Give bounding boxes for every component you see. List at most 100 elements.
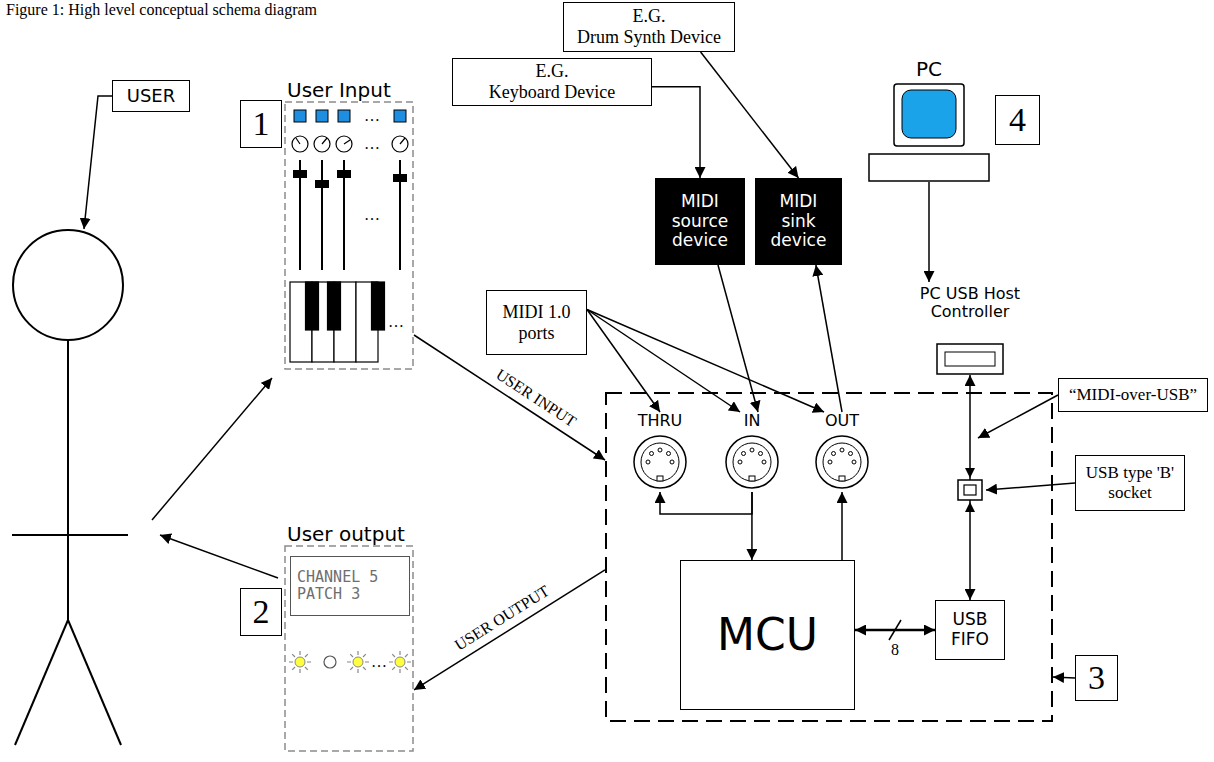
din-socket: [726, 436, 778, 488]
host-slot: [945, 352, 995, 366]
slider-handle: [393, 174, 407, 182]
node-text: Drum Synth Device: [577, 27, 721, 48]
stick-figure: [12, 230, 128, 745]
socket-arrowhead: [965, 468, 975, 478]
din-port: IN: [722, 412, 782, 492]
connector-arrow: [587, 310, 740, 413]
din-pin: [750, 448, 754, 452]
node-text: 2: [253, 592, 270, 631]
figure-title: Figure 1: High level conceptual schema d…: [4, 1, 319, 19]
node-text: IN: [744, 412, 761, 430]
node-text: USB type 'B' socket: [1082, 463, 1178, 502]
usb-b-socket: [958, 468, 982, 512]
din-pin: [840, 448, 844, 452]
socket-leader: [986, 483, 1075, 490]
node-text: E.G.: [536, 61, 569, 82]
pc-icon: PC: [868, 58, 990, 182]
black-key: [306, 282, 319, 330]
figure-leg: [68, 620, 121, 745]
callout-number: 4: [995, 95, 1040, 145]
mcu-box: MCU: [680, 560, 855, 710]
din-notch: [839, 476, 845, 481]
din-pin: [667, 452, 671, 456]
connector-arrow: [1053, 676, 1075, 678]
din-pin: [759, 452, 763, 456]
node-text: PC USB Host Controller: [905, 285, 1035, 322]
din-notch: [657, 476, 663, 481]
node-text: USER: [127, 86, 175, 107]
edge-label: 8: [889, 641, 901, 659]
ellipsis-label: …: [362, 107, 382, 125]
led-on: [395, 657, 405, 667]
din-socket: [634, 436, 686, 488]
connector-arrow: [718, 265, 758, 412]
slider-handle: [293, 170, 307, 178]
monitor-screen: [902, 90, 956, 138]
led-on: [353, 657, 363, 667]
port-callout: MIDI 1.0 ports: [486, 290, 587, 355]
figure-body: [67, 340, 69, 620]
slider-track: [321, 160, 323, 270]
input-knobs: [292, 136, 408, 152]
input-keyboard: [290, 282, 385, 362]
host-controller: PC USB Host Controller: [905, 282, 1035, 375]
din-ring: [641, 443, 679, 481]
din-notch: [749, 476, 755, 481]
node-text: MCU: [717, 610, 818, 661]
ellipsis-label: …: [362, 206, 382, 224]
usb-callout: “MIDI-over-USB”: [1058, 378, 1208, 412]
din-pin: [738, 460, 742, 464]
din-ring: [733, 443, 771, 481]
din-port: THRU: [630, 412, 690, 492]
node-text: Keyboard Device: [489, 82, 615, 103]
ellipsis-label: …: [386, 313, 406, 331]
connector-arrow: [751, 492, 753, 560]
socket-body: [958, 480, 982, 500]
usb-cable-leader: [978, 395, 1058, 438]
edge-label: USER OUTPUT: [450, 581, 554, 655]
pc-base: [869, 154, 989, 181]
led-off: [324, 656, 336, 668]
panel-border: [285, 546, 413, 751]
user-callout: USER: [112, 80, 190, 112]
din-pin: [828, 460, 832, 464]
user-leader: [84, 96, 112, 229]
led-on: [295, 657, 305, 667]
connector-arrow: [816, 265, 842, 412]
din-pin: [658, 448, 662, 452]
slider-handle: [315, 180, 329, 188]
node-text: MIDI 1.0 ports: [493, 302, 580, 343]
node-text: PC: [916, 58, 942, 81]
led-rays: [389, 651, 411, 673]
din-pin: [646, 460, 650, 464]
fifo-box: USB FIFO: [935, 600, 1005, 660]
button: [294, 110, 306, 122]
socket-slot: [964, 485, 976, 495]
edge-label: USER INPUT: [491, 365, 581, 432]
connector-arrow: [587, 310, 824, 413]
input-buttons: [294, 110, 406, 122]
led-rays: [289, 651, 311, 673]
callout-number: 3: [1075, 655, 1118, 701]
node-text: 1: [253, 104, 270, 143]
node-text: E.G.: [633, 6, 666, 27]
input-sliders: [293, 160, 407, 270]
lcd-display: CHANNEL 5 PATCH 3: [290, 556, 410, 616]
socket-arrowhead: [965, 502, 975, 512]
din-pin: [852, 460, 856, 464]
midi-device-box: MIDI source device: [655, 178, 745, 265]
node-text: THRU: [638, 412, 683, 430]
bus-width-slash: [889, 620, 901, 640]
button: [394, 110, 406, 122]
black-key: [328, 282, 341, 330]
monitor-frame: [894, 84, 964, 146]
node-text: MIDI sink device: [765, 192, 832, 251]
node-text: OUT: [825, 412, 859, 430]
connector-arrow: [928, 182, 930, 282]
figure-to-input-arrow: [152, 378, 272, 520]
callout-number: 1: [240, 100, 282, 148]
ellipsis-label: …: [362, 135, 382, 153]
connector-arrow: [660, 492, 752, 514]
din-socket: [816, 436, 868, 488]
midi-device-box: MIDI sink device: [755, 178, 842, 265]
